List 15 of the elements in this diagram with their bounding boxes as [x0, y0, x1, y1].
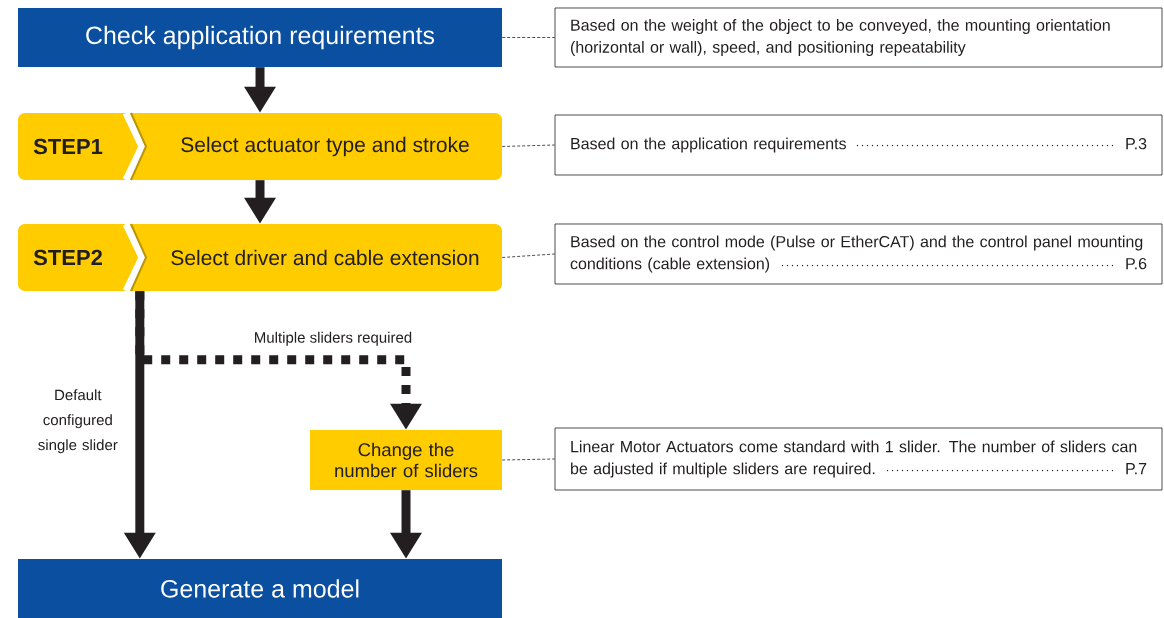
edge-label: Default configured single slider	[31, 388, 124, 455]
note-box: Linear Motor Actuators come standard with 1 slider. The number of sliders can be adjusted if multiple sliders are required. P.7	[554, 427, 1163, 491]
step-box: STEP2 Select driver and cable extension	[18, 222, 502, 293]
leader-line	[501, 37, 555, 38]
leader-line	[501, 253, 555, 258]
process-box: Change the number of sliders	[310, 430, 502, 490]
title-box: Generate a model	[18, 559, 502, 618]
leader-line	[501, 144, 555, 147]
note-box: Based on the application requirements P.3	[554, 114, 1163, 176]
title-box: Check application requirements	[18, 8, 502, 67]
note-box: Based on the weight of the object to be conveyed, the mounting orientation (horizontal or wall), speed, and positioning repeatability	[554, 7, 1163, 68]
note-box: Based on the control mode (Pulse or EtherCAT) and the control panel mounting conditions (cable extension) P.6	[554, 223, 1163, 285]
step-box: STEP1 Select actuator type and stroke	[18, 111, 502, 182]
leader-line	[501, 458, 555, 461]
edge-label: Multiple sliders required	[252, 330, 414, 347]
